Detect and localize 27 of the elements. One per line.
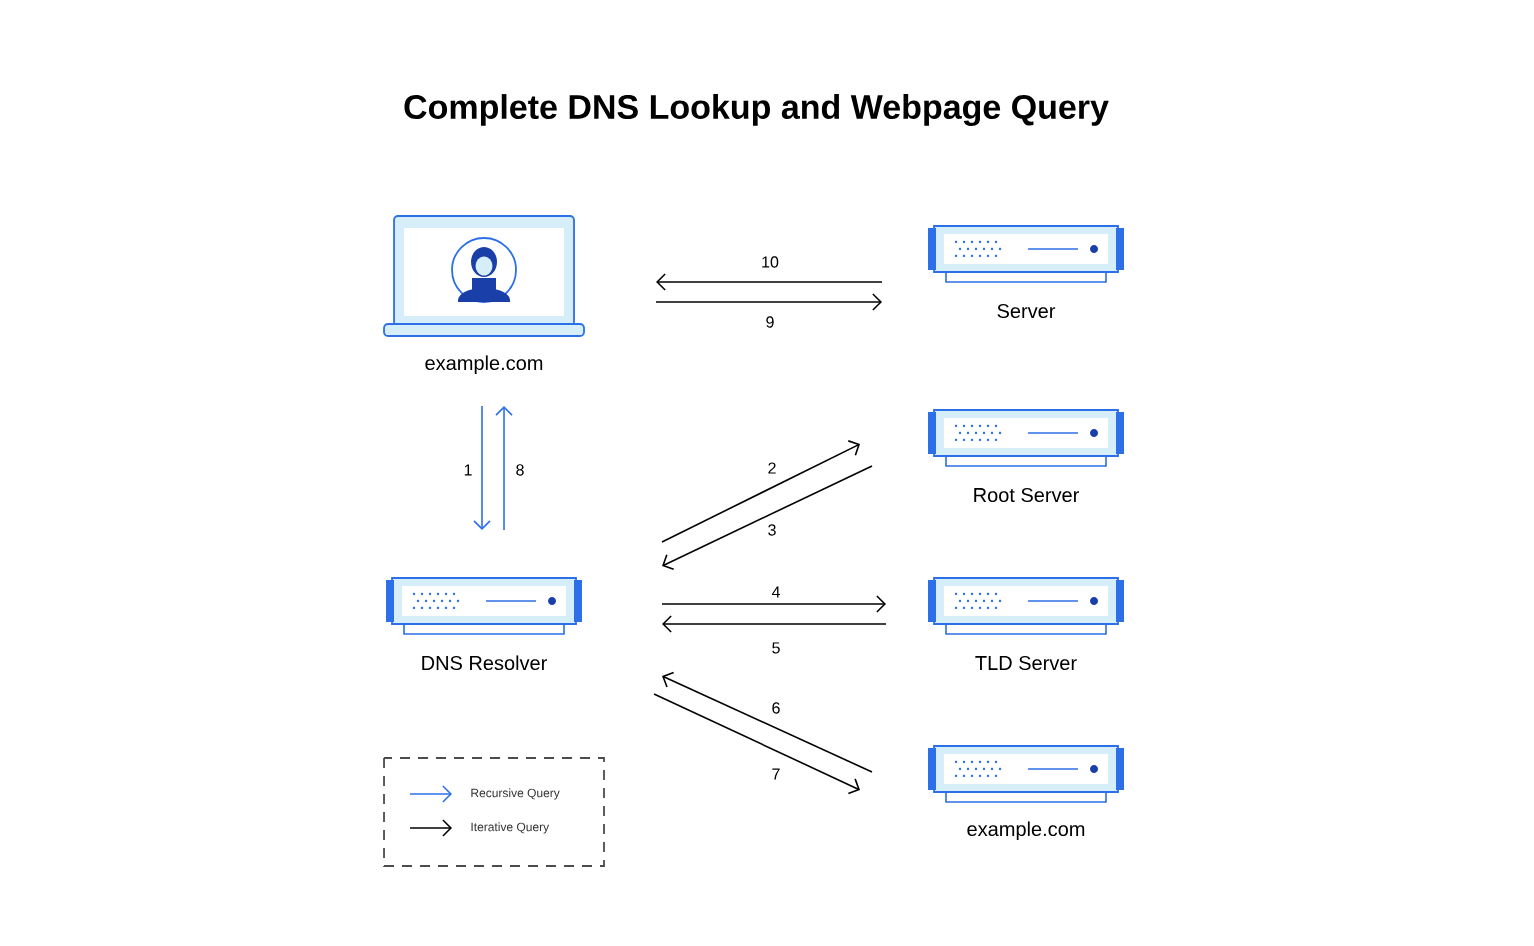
arrow: [495, 406, 513, 531]
server-label: Root Server: [974, 487, 1079, 503]
arrow: [661, 440, 860, 543]
arrow: [662, 465, 873, 571]
edge-label: 1: [461, 462, 475, 478]
edge-label: 10: [759, 254, 781, 270]
arrow: [655, 293, 882, 311]
edge-label: 8: [513, 462, 527, 478]
title: Complete DNS Lookup and Webpage Query: [404, 94, 1109, 126]
edge-label: 2: [765, 460, 779, 476]
arrow: [662, 671, 873, 773]
edge-label: 3: [765, 522, 779, 538]
edge-label: 6: [769, 700, 783, 716]
server-label: DNS Resolver: [422, 655, 547, 671]
server-label: Server: [997, 303, 1056, 319]
arrow: [661, 595, 886, 613]
edge-label: 4: [769, 584, 783, 600]
arrow: [653, 693, 860, 795]
arrow: [656, 273, 883, 291]
server-label: example.com: [967, 821, 1085, 841]
server-label: example.com: [425, 355, 543, 375]
edge-label: 9: [763, 314, 777, 330]
edge-label: 5: [769, 640, 783, 656]
server-label: TLD Server: [975, 655, 1077, 671]
arrow: [662, 615, 887, 633]
edge-label: 7: [769, 766, 783, 782]
arrow: [473, 405, 491, 530]
